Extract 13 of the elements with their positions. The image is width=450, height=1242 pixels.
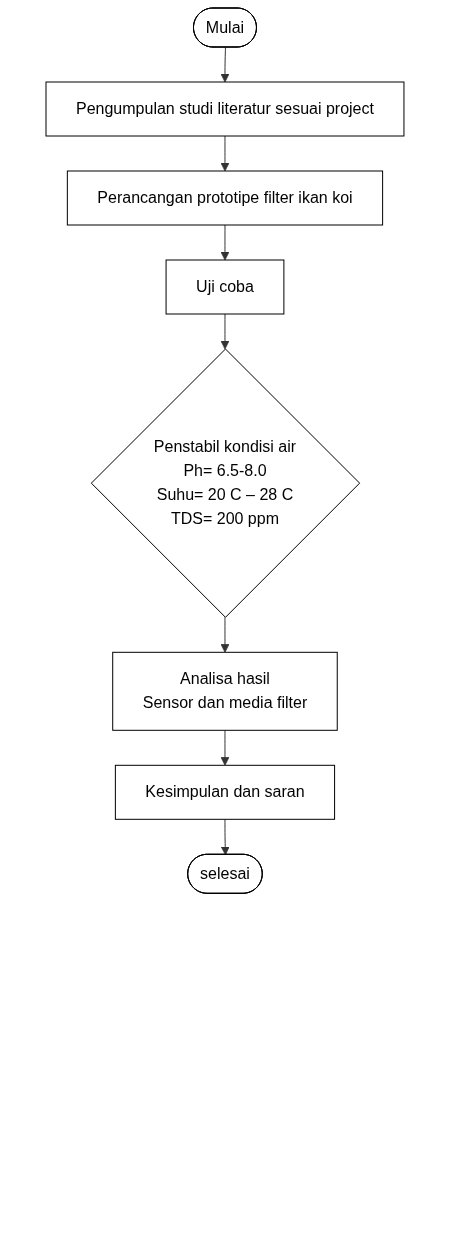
arrow: [220, 224, 230, 261]
node-box: Pengumpulan studi literatur sesuai project: [45, 81, 405, 137]
arrow: [220, 729, 230, 766]
arrow: [220, 47, 230, 83]
arrow: [220, 313, 230, 350]
arrow: [220, 818, 230, 856]
arrow: [220, 135, 230, 172]
node-diamond: Penstabil kondisi air Ph= 6.5-8.0 Suhu= 20 C – 28 C TDS= 200 ppm: [90, 348, 361, 618]
node-box: Uji coba: [165, 259, 285, 315]
arrow: [220, 616, 230, 653]
node-box: Analisa hasil Sensor dan media filter: [112, 651, 338, 731]
node-box: Perancangan prototipe filter ikan koi: [66, 170, 384, 226]
node-box: Kesimpulan dan saran: [114, 764, 336, 820]
